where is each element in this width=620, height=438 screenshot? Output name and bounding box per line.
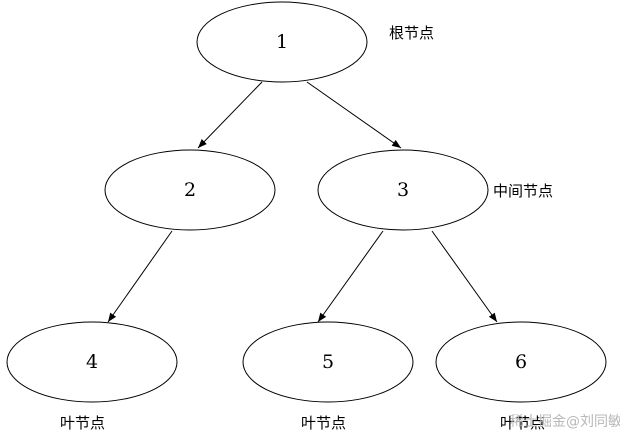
- watermark: 稀土掘金@刘同敏: [510, 414, 620, 430]
- tree-node-6: 6: [435, 321, 607, 403]
- tree-node-2: 2: [104, 149, 276, 231]
- tree-node-5: 5: [242, 321, 414, 403]
- root-node-annotation: 根节点: [389, 24, 434, 42]
- leaf-node-annotation-6: 叶节点: [500, 414, 545, 432]
- tree-node-1: 1: [196, 1, 368, 83]
- node-label-5: 5: [322, 351, 334, 373]
- tree-node-4: 4: [6, 321, 178, 403]
- middle-node-annotation: 中间节点: [493, 182, 553, 200]
- node-label-3: 3: [397, 179, 409, 201]
- node-label-6: 6: [515, 351, 527, 373]
- leaf-node-annotation-5: 叶节点: [301, 414, 346, 432]
- tree-node-3: 3: [317, 149, 489, 231]
- edge-3-to-6: [431, 230, 498, 323]
- edge-2-to-4: [107, 230, 173, 323]
- node-label-4: 4: [86, 351, 98, 373]
- node-label-1: 1: [276, 31, 288, 53]
- edge-3-to-5: [317, 230, 384, 323]
- node-label-2: 2: [184, 179, 196, 201]
- edge-1-to-2: [197, 81, 263, 149]
- edge-1-to-3: [306, 81, 402, 149]
- leaf-node-annotation-4: 叶节点: [60, 414, 105, 432]
